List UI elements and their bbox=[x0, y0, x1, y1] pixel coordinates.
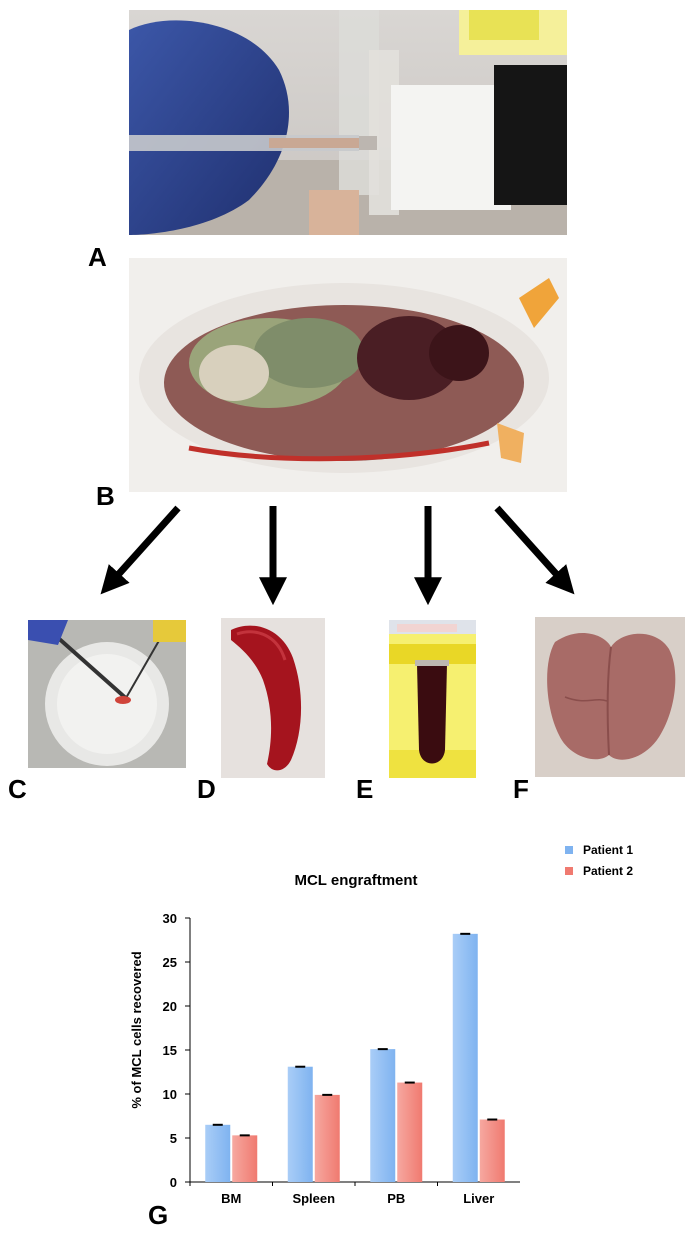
panel-b-photo bbox=[129, 258, 567, 492]
y-tick-label: 10 bbox=[163, 1087, 177, 1102]
panel-d-photo bbox=[221, 618, 325, 778]
arrow-to-f bbox=[494, 505, 575, 595]
panel-label-d: D bbox=[197, 774, 216, 804]
panel-label-e: E bbox=[356, 774, 374, 804]
y-axis-title: % of MCL cells recovered bbox=[129, 951, 144, 1108]
x-tick-label: BM bbox=[221, 1191, 241, 1206]
bar-pb-1 bbox=[370, 1049, 396, 1182]
arrow-to-c bbox=[100, 505, 181, 595]
legend-label-patient-1: Patient 1 bbox=[583, 843, 633, 857]
y-tick-label: 20 bbox=[163, 999, 177, 1014]
bar-bm-1 bbox=[205, 1124, 231, 1182]
legend: Patient 1 Patient 2 bbox=[565, 843, 633, 878]
bar-liver-1 bbox=[452, 933, 478, 1182]
x-tick-label: Liver bbox=[463, 1191, 494, 1206]
y-tick-label: 25 bbox=[163, 955, 177, 970]
y-tick-label: 5 bbox=[170, 1131, 177, 1146]
bars bbox=[205, 932, 505, 1182]
legend-swatch-patient-2 bbox=[565, 867, 573, 875]
panel-f-photo bbox=[535, 617, 685, 777]
x-axis-ticks: BM Spleen PB Liver bbox=[189, 1182, 494, 1206]
y-axis: 0 5 10 15 20 25 30 bbox=[163, 911, 520, 1190]
bar-liver-2 bbox=[479, 1119, 505, 1182]
panel-c-photo bbox=[28, 620, 186, 768]
x-tick-label: PB bbox=[387, 1191, 405, 1206]
panel-label-g: G bbox=[148, 1200, 169, 1230]
panel-label-a: A bbox=[88, 242, 107, 272]
panel-label-c: C bbox=[8, 774, 27, 804]
panel-label-f: F bbox=[513, 774, 529, 804]
y-tick-label: 15 bbox=[163, 1043, 177, 1058]
y-tick-label: 0 bbox=[170, 1175, 177, 1190]
bar-pb-2 bbox=[397, 1082, 423, 1182]
bar-spleen-1 bbox=[287, 1066, 313, 1182]
bar-bm-2 bbox=[232, 1135, 258, 1182]
bar-spleen-2 bbox=[314, 1094, 340, 1182]
y-tick-label: 30 bbox=[163, 911, 177, 926]
legend-label-patient-2: Patient 2 bbox=[583, 864, 633, 878]
panel-e-photo bbox=[389, 620, 476, 778]
chart-title: MCL engraftment bbox=[294, 872, 417, 889]
x-tick-label: Spleen bbox=[292, 1191, 335, 1206]
legend-swatch-patient-1 bbox=[565, 846, 573, 854]
panel-a-photo bbox=[129, 10, 567, 235]
panel-label-b: B bbox=[96, 481, 115, 511]
